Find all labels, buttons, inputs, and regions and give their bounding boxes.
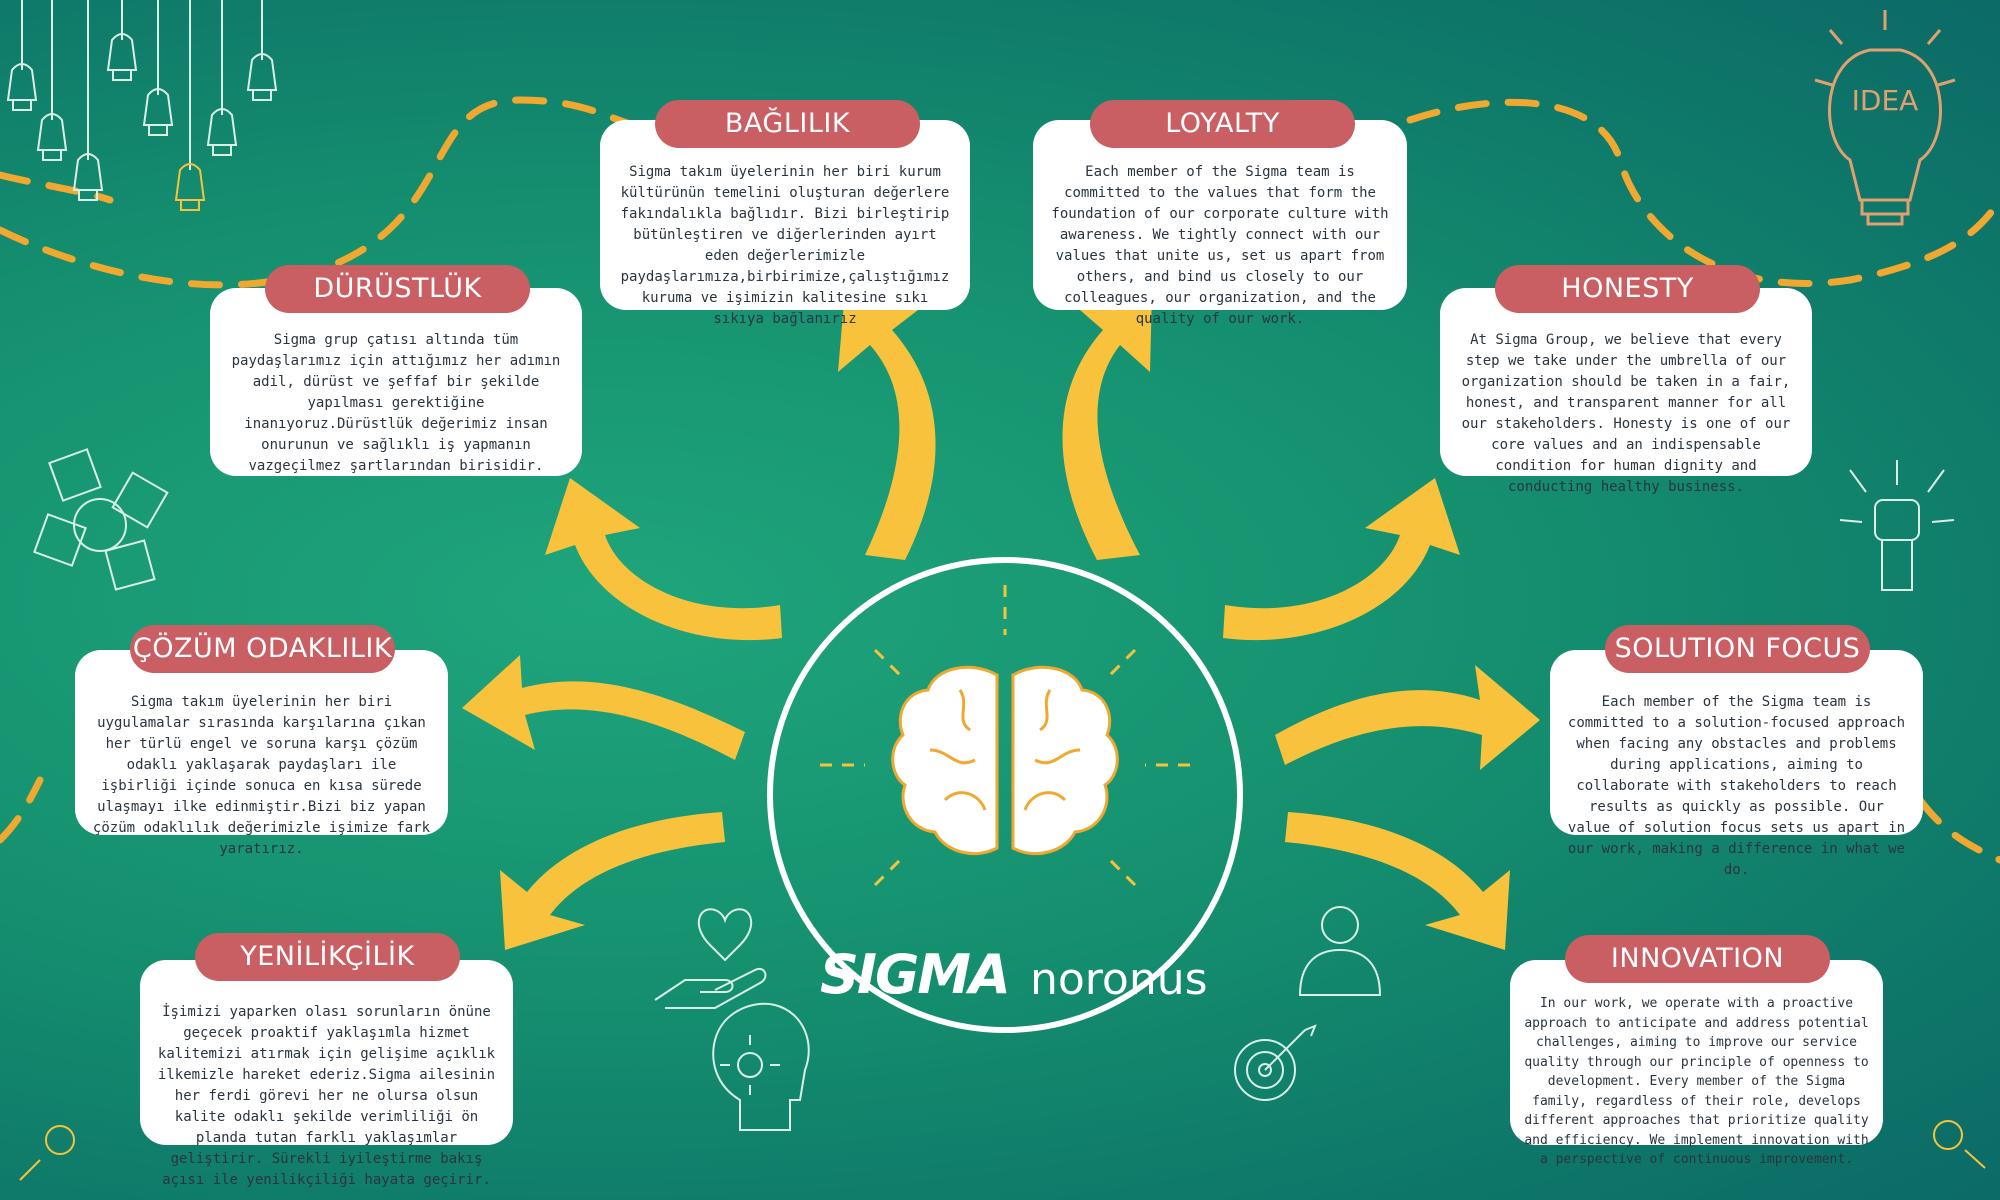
label-baglilik: BAĞLILIK: [655, 100, 920, 148]
card-innovation: In our work, we operate with a proactive…: [1510, 960, 1883, 1167]
card-durustluk-text: Sigma grup çatısı altında tüm paydaşları…: [231, 332, 561, 474]
arrow-to-yenilikcilik: [500, 812, 725, 950]
sigma-logo: SIGMA: [820, 943, 1011, 1006]
card-honesty-text: At Sigma Group, we believe that every st…: [1461, 332, 1791, 495]
dashed-path-decoration: [0, 96, 2000, 864]
curved-arrows: [462, 290, 1540, 950]
card-solution: Each member of the Sigma team is committ…: [1550, 650, 1923, 878]
lightbulb-icon: [6, 0, 278, 211]
arrow-to-loyalty: [1062, 290, 1152, 560]
arrow-to-durustluk: [545, 478, 782, 641]
card-loyalty-text: Each member of the Sigma team is committ…: [1051, 164, 1389, 327]
card-yenilikcilik-text: İşimizi yaparken olası sorunların önüne …: [157, 1004, 496, 1188]
brain-icon: [891, 665, 1119, 856]
label-cozum: ÇÖZÜM ODAKLILIK: [130, 625, 395, 673]
label-loyalty: LOYALTY: [1090, 100, 1355, 148]
arrow-to-solution: [1275, 665, 1540, 770]
label-honesty: HONESTY: [1495, 265, 1760, 313]
person-icon: [1298, 906, 1382, 996]
arrow-to-honesty: [1223, 478, 1460, 641]
card-innovation-text: In our work, we operate with a proactive…: [1524, 996, 1869, 1167]
gear-head-icon: [712, 1002, 810, 1131]
small-lightbulb-icon: [19, 1120, 1986, 1181]
card-cozum-text: Sigma takım üyelerinin her biri uygulama…: [92, 694, 431, 857]
card-solution-text: Each member of the Sigma team is committ…: [1567, 694, 1906, 878]
card-yenilikcilik: İşimizi yaparken olası sorunların önüne …: [140, 960, 513, 1188]
noronus-logo: noronus: [1030, 954, 1208, 1005]
arrow-to-cozum: [462, 655, 745, 760]
central-circle: [767, 557, 1243, 1033]
card-baglilik: Sigma takım üyelerinin her biri kurum kü…: [600, 120, 970, 327]
label-innovation: INNOVATION: [1565, 935, 1830, 983]
arrow-to-baglilik: [838, 290, 936, 560]
card-durustluk: Sigma grup çatısı altında tüm paydaşları…: [210, 288, 582, 476]
label-solution: SOLUTION FOCUS: [1605, 625, 1870, 673]
target-icon: [1234, 1024, 1317, 1101]
card-baglilik-text: Sigma takım üyelerinin her biri kurum kü…: [620, 164, 950, 327]
heart-hand-icon: [654, 908, 767, 1009]
card-loyalty: Each member of the Sigma team is committ…: [1033, 120, 1407, 327]
card-cozum: Sigma takım üyelerinin her biri uygulama…: [75, 650, 448, 857]
label-yenilikcilik: YENİLİKÇİLİK: [195, 933, 460, 981]
hands-together-icon: [33, 448, 169, 591]
idea-rays: [820, 585, 1190, 887]
idea-bulb-icon: [1814, 10, 1956, 226]
label-durustluk: DÜRÜSTLÜK: [265, 265, 530, 313]
fist-icon: [1839, 460, 1955, 591]
arrow-to-innovation: [1285, 812, 1510, 950]
idea-text: IDEA: [1852, 84, 1919, 117]
card-honesty: At Sigma Group, we believe that every st…: [1440, 288, 1812, 495]
